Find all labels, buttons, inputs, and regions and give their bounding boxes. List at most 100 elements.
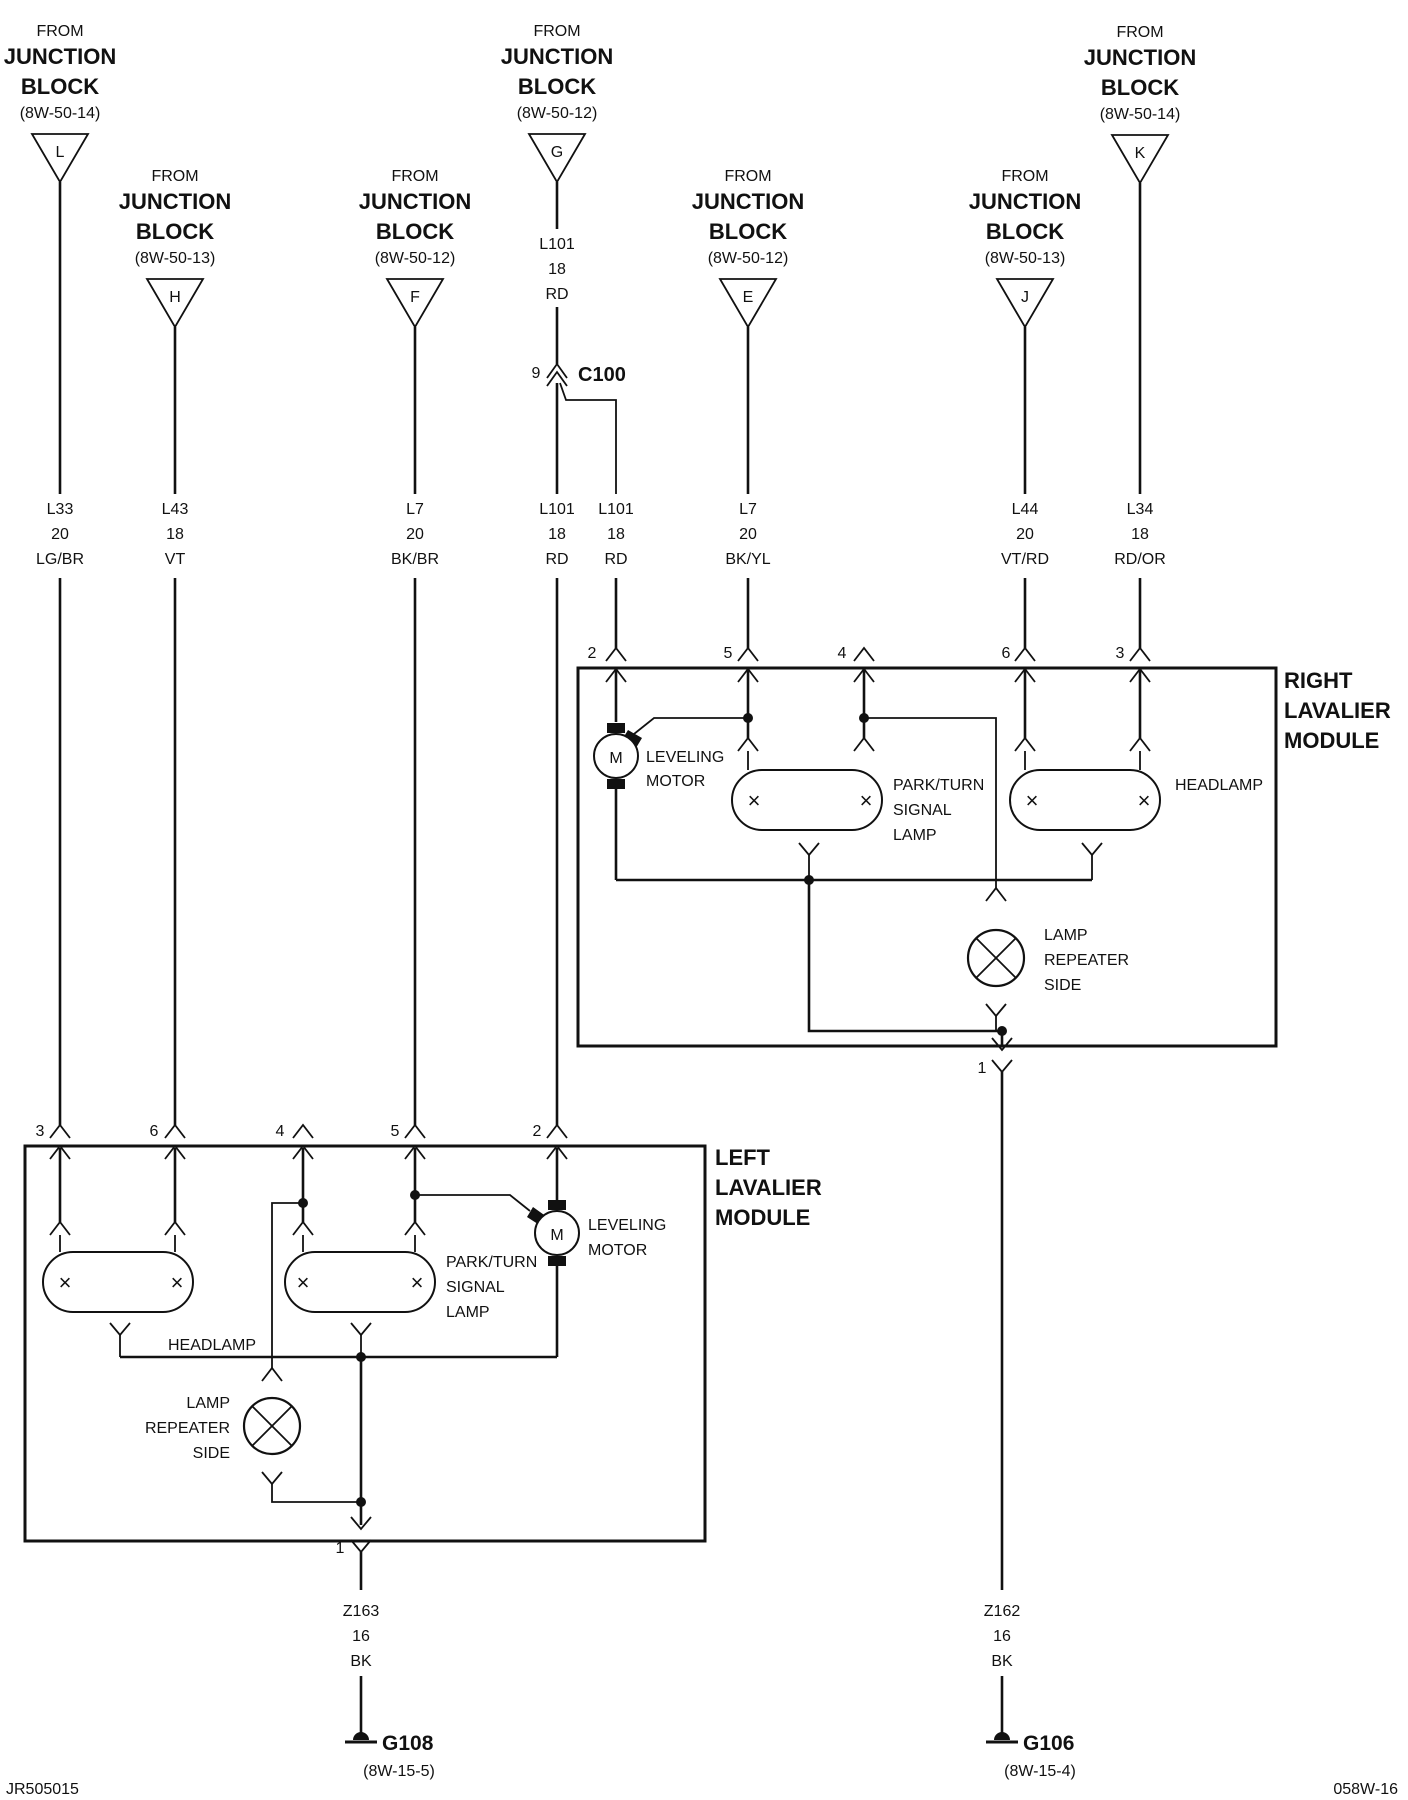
wires (58, 182, 1142, 1125)
source-pin-triangle (527, 133, 587, 184)
repeater-label: LAMP (1044, 927, 1088, 944)
wire-labels: L33 20 LG/BR L43 18 VT L7 20 BK/BR L101 … (36, 501, 1166, 568)
source-from-label: FROM (36, 23, 83, 40)
motor-label: MOTOR (646, 773, 705, 790)
pin-number: 2 (533, 1123, 542, 1140)
source-title: JUNCTION (969, 189, 1081, 214)
filament-x-icon: × (171, 1270, 184, 1295)
right-module-title: RIGHT (1284, 668, 1353, 693)
source-pin-triangle (995, 278, 1055, 329)
repeater-label: LAMP (186, 1395, 230, 1412)
right-module-title: LAVALIER (1284, 698, 1391, 723)
wire-color-label: BK (350, 1653, 372, 1670)
wire-color-label: VT (165, 551, 186, 568)
source-ref: (8W-50-14) (20, 105, 101, 122)
pin-number: 5 (724, 645, 733, 662)
left-headlamp: × × (42, 1235, 194, 1313)
source-title: JUNCTION (4, 44, 116, 69)
wire-circuit-label: L44 (1012, 501, 1039, 518)
motor-signal-wire (415, 1194, 531, 1212)
source-from-label: FROM (1001, 168, 1048, 185)
junction-dot (743, 713, 753, 723)
source-pin-letter: L (56, 144, 65, 161)
left-park-turn-lamp: × × (284, 1235, 436, 1313)
wire-gauge-label: 20 (51, 526, 69, 543)
pin-number: 4 (276, 1123, 285, 1140)
ground-ref: (8W-15-5) (363, 1763, 435, 1780)
ground-wires: Z163 16 BK Z162 16 BK (343, 1072, 1020, 1740)
connector-pin-number: 9 (532, 365, 541, 382)
wire-gauge-label: 20 (406, 526, 424, 543)
source-title: BLOCK (1101, 75, 1179, 100)
wire-circuit-label: L101 (539, 501, 575, 518)
left-leveling-motor: M (527, 1200, 580, 1357)
pin-number: 6 (1002, 645, 1011, 662)
source-title: BLOCK (136, 219, 214, 244)
source-from-label: FROM (391, 168, 438, 185)
wire-circuit-label: L101 (539, 236, 575, 253)
motor-label: MOTOR (588, 1242, 647, 1259)
ground-return-wire (807, 880, 1002, 1033)
source-junction-block-l: FROM JUNCTION BLOCK (8W-50-14) L (4, 23, 116, 184)
source-title: JUNCTION (359, 189, 471, 214)
source-pin-triangle (30, 133, 90, 184)
pin-number: 1 (336, 1540, 345, 1557)
source-ref: (8W-50-12) (708, 250, 789, 267)
repeater-label: SIDE (193, 1445, 230, 1462)
motor-label: LEVELING (646, 749, 724, 766)
source-pin-triangle (718, 278, 778, 329)
wire-color-label: BK/BR (391, 551, 439, 568)
source-ref: (8W-50-14) (1100, 106, 1181, 123)
source-ref: (8W-50-13) (985, 250, 1066, 267)
wire-gauge-label: 16 (993, 1628, 1011, 1645)
park-turn-label: PARK/TURN (446, 1254, 537, 1271)
wire-circuit-label: L101 (598, 501, 634, 518)
park-turn-label: SIGNAL (446, 1279, 505, 1296)
connector-c100 (546, 362, 568, 387)
park-turn-label: LAMP (893, 827, 937, 844)
wire-gauge-label: 18 (1131, 526, 1149, 543)
filament-x-icon: × (1138, 788, 1151, 813)
wire-color-label: BK (991, 1653, 1013, 1670)
pin-number: 4 (838, 645, 847, 662)
page-code: 058W-16 (1333, 1781, 1398, 1798)
park-turn-label: SIGNAL (893, 802, 952, 819)
headlamp-label: HEADLAMP (168, 1337, 256, 1354)
filament-x-icon: × (1026, 788, 1039, 813)
connector-c100-label: C100 (578, 364, 626, 386)
source-title: JUNCTION (692, 189, 804, 214)
right-leveling-motor: M (593, 723, 642, 880)
source-from-label: FROM (724, 168, 771, 185)
pin-number: 3 (36, 1123, 45, 1140)
pin-number: 3 (1116, 645, 1125, 662)
wire-gauge-label: 18 (166, 526, 184, 543)
filament-x-icon: × (748, 788, 761, 813)
source-junction-block-h: FROM JUNCTION BLOCK (8W-50-13) H (119, 168, 231, 329)
right-pin-chevrons (605, 646, 1151, 683)
repeater-label: REPEATER (1044, 952, 1129, 969)
ground-icon (994, 1732, 1010, 1740)
wire-color-label: VT/RD (1001, 551, 1049, 568)
left-module-title: LAVALIER (715, 1175, 822, 1200)
repeater-feed-wire (864, 717, 997, 888)
left-pin-chevrons (49, 1123, 568, 1160)
source-junction-block-e: FROM JUNCTION BLOCK (8W-50-12) E (692, 168, 804, 329)
wire-circuit-label: L7 (739, 501, 757, 518)
source-title: BLOCK (376, 219, 454, 244)
wire-color-label: LG/BR (36, 551, 84, 568)
source-pin-triangle (145, 278, 205, 329)
wire-circuit-label: L43 (162, 501, 189, 518)
source-pin-triangle (1110, 134, 1170, 185)
source-ref: (8W-50-13) (135, 250, 216, 267)
motor-label: LEVELING (588, 1217, 666, 1234)
source-junction-block-j: FROM JUNCTION BLOCK (8W-50-13) J (969, 168, 1081, 329)
source-pin-triangle (385, 278, 445, 329)
wire-color-label: RD (604, 551, 627, 568)
left-lamp-repeater (242, 1366, 361, 1503)
source-pin-letter: G (551, 144, 563, 161)
repeater-feed-wire (271, 1202, 303, 1368)
right-headlamp: × × (1009, 751, 1161, 831)
source-title: JUNCTION (1084, 45, 1196, 70)
source-from-label: FROM (151, 168, 198, 185)
